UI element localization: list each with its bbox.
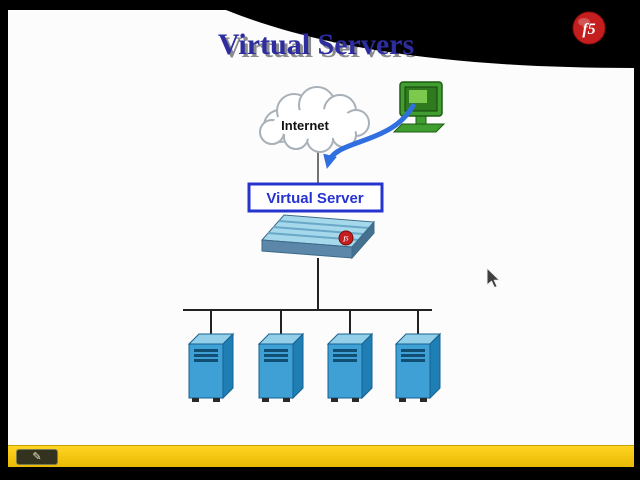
pen-icon: ✎ <box>32 450 42 463</box>
slide-canvas[interactable] <box>8 10 634 445</box>
annotation-toolbar: ✎ <box>8 445 634 467</box>
pen-tool-button[interactable]: ✎ <box>16 448 58 465</box>
